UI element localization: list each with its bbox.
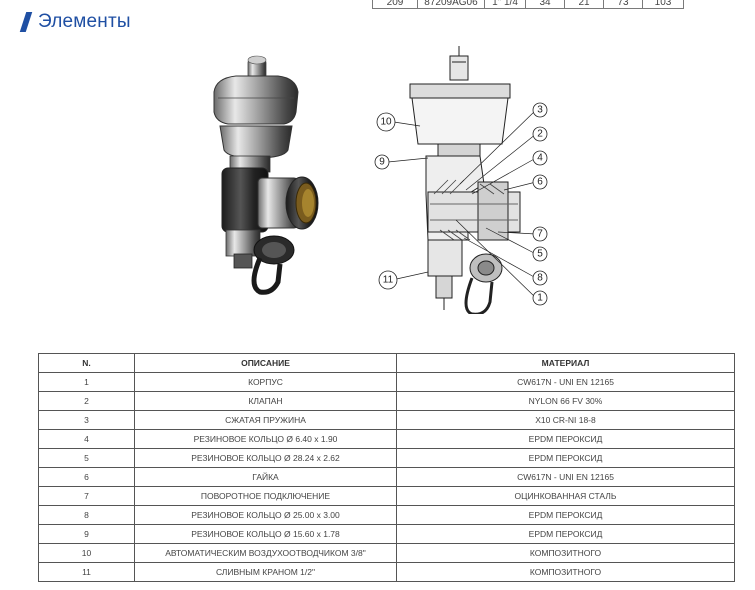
cell-description: РЕЗИНОВОЕ КОЛЬЦО Ø 25.00 x 3.00 <box>134 505 397 525</box>
cell-number: 2 <box>38 391 135 411</box>
section-title: Элементы <box>38 11 131 32</box>
cell: 103 <box>642 0 684 9</box>
cell-material: ОЦИНКОВАННАЯ СТАЛЬ <box>396 486 735 506</box>
cell-number: 5 <box>38 448 135 468</box>
cell-description: КЛАПАН <box>134 391 397 411</box>
cell-description: СЛИВНЫМ КРАНОМ 1/2" <box>134 562 397 582</box>
cell-description: РЕЗИНОВОЕ КОЛЬЦО Ø 6.40 x 1.90 <box>134 429 397 449</box>
technical-drawing: 10 9 3 2 4 6 7 5 8 1 11 <box>374 46 548 314</box>
spec-table-partial-row: 209 87209AG06 1" 1/4 34 21 73 103 <box>372 0 684 9</box>
cell-material: CW617N - UNI EN 12165 <box>396 467 735 487</box>
cell: 21 <box>564 0 604 9</box>
product-photo <box>213 55 319 295</box>
cell-number: 10 <box>38 543 135 563</box>
cell: 1" 1/4 <box>484 0 526 9</box>
cell-material: EPDM ПЕРОКСИД <box>396 448 735 468</box>
cell-material: NYLON 66 FV 30% <box>396 391 735 411</box>
cell-number: 8 <box>38 505 135 525</box>
cell: 73 <box>603 0 643 9</box>
cell-material: EPDM ПЕРОКСИД <box>396 524 735 544</box>
cell-description: РЕЗИНОВОЕ КОЛЬЦО Ø 28.24 x 2.62 <box>134 448 397 468</box>
callout-7: 7 <box>537 229 543 240</box>
table-row: 209 87209AG06 1" 1/4 34 21 73 103 <box>372 0 684 9</box>
callout-1: 1 <box>537 293 543 304</box>
cell-material: КОМПОЗИТНОГО <box>396 562 735 582</box>
cell-description: ПОВОРОТНОЕ ПОДКЛЮЧЕНИЕ <box>134 486 397 506</box>
cell-material: EPDM ПЕРОКСИД <box>396 429 735 449</box>
column-header-material: МАТЕРИАЛ <box>396 353 735 373</box>
cell-material: КОМПОЗИТНОГО <box>396 543 735 563</box>
table-header-row: N. ОПИСАНИЕ МАТЕРИАЛ <box>38 353 735 373</box>
heading-accent-mark <box>19 12 33 32</box>
cell-material: CW617N - UNI EN 12165 <box>396 372 735 392</box>
cell-number: 4 <box>38 429 135 449</box>
callout-6: 6 <box>537 177 543 188</box>
section-heading: Элементы <box>19 11 131 33</box>
cell-description: ГАЙКА <box>134 467 397 487</box>
column-header-description: ОПИСАНИЕ <box>134 353 397 373</box>
callout-5: 5 <box>537 249 543 260</box>
cell-material: X10 CR-NI 18-8 <box>396 410 735 430</box>
callout-3: 3 <box>537 105 543 116</box>
cell-number: 11 <box>38 562 135 582</box>
cell-description: РЕЗИНОВОЕ КОЛЬЦО Ø 15.60 x 1.78 <box>134 524 397 544</box>
cell-number: 3 <box>38 410 135 430</box>
column-header-number: N. <box>38 353 135 373</box>
callout-9: 9 <box>379 157 385 168</box>
cell-description: КОРПУС <box>134 372 397 392</box>
cell-description: СЖАТАЯ ПРУЖИНА <box>134 410 397 430</box>
callout-10: 10 <box>380 117 392 128</box>
cell: 87209AG06 <box>417 0 485 9</box>
cell-number: 9 <box>38 524 135 544</box>
cell: 34 <box>525 0 565 9</box>
cell: 209 <box>372 0 418 9</box>
callout-11: 11 <box>383 275 394 286</box>
cell-description: АВТОМАТИЧЕСКИМ ВОЗДУХООТВОДЧИКОМ 3/8" <box>134 543 397 563</box>
callout-4: 4 <box>537 153 543 164</box>
callout-2: 2 <box>537 129 543 140</box>
cell-number: 7 <box>38 486 135 506</box>
cell-material: EPDM ПЕРОКСИД <box>396 505 735 525</box>
cell-number: 1 <box>38 372 135 392</box>
callout-8: 8 <box>537 273 543 284</box>
cell-number: 6 <box>38 467 135 487</box>
